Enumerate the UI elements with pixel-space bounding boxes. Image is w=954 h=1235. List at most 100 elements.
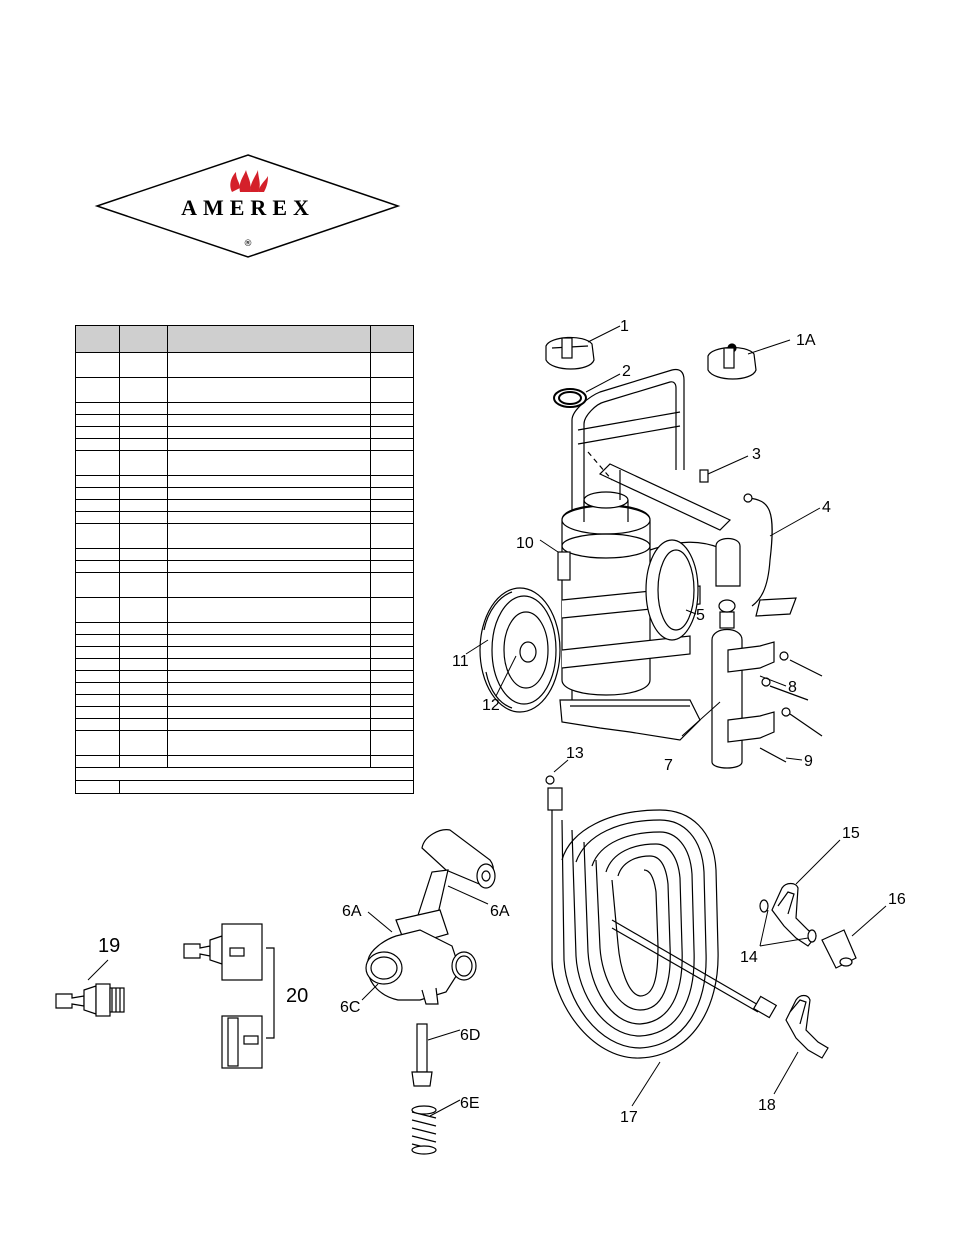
registered-mark: ® [244, 239, 253, 249]
table-cell [370, 706, 414, 719]
table-cell [167, 352, 371, 378]
table-footer-cell [75, 780, 120, 794]
callout-16: 16 [888, 891, 906, 908]
callout-7: 7 [664, 757, 673, 774]
table-cell [167, 548, 371, 561]
table-cell [370, 682, 414, 695]
table-cell [119, 475, 168, 488]
discharge-hose-assembly [545, 775, 857, 1059]
table-cell [167, 658, 371, 671]
table-cell [119, 572, 168, 598]
table-cell [119, 487, 168, 500]
table-cell [167, 622, 371, 635]
callout-2: 2 [622, 363, 631, 380]
table-cell [75, 572, 120, 598]
table-cell [75, 377, 120, 403]
table-cell [75, 523, 120, 549]
callout-9: 9 [804, 753, 813, 770]
table-cell [75, 414, 120, 427]
table-cell [119, 352, 168, 378]
table-row [75, 572, 414, 598]
table-row [75, 646, 414, 659]
callout-labels: 1 1A 2 3 4 5 10 11 12 7 8 9 13 15 16 14 … [98, 318, 906, 1126]
table-cell [370, 718, 414, 731]
table-cell [119, 523, 168, 549]
table-cell [75, 622, 120, 635]
table-row [75, 414, 414, 427]
table-cell [167, 438, 371, 451]
callout-6c: 6C [340, 999, 360, 1016]
table-row [75, 548, 414, 561]
table-cell [167, 511, 371, 524]
table-row [75, 450, 414, 476]
table-cell [370, 548, 414, 561]
table-footer-cell [119, 780, 414, 794]
table-cell [370, 730, 414, 756]
adapter-20 [183, 923, 275, 1069]
table-cell [119, 730, 168, 756]
table-cell [167, 694, 371, 707]
table-row [75, 426, 414, 439]
table-cell [167, 634, 371, 647]
callout-13: 13 [566, 745, 584, 762]
table-cell [370, 426, 414, 439]
table-row [75, 499, 414, 512]
table-cell [75, 706, 120, 719]
callout-6d: 6D [460, 1027, 480, 1044]
table-cell [370, 755, 414, 768]
table-cell [370, 658, 414, 671]
table-cell [119, 511, 168, 524]
table-cell [75, 634, 120, 647]
table-cell [167, 670, 371, 683]
table-footer-row [75, 767, 414, 781]
table-row [75, 438, 414, 451]
table-cell [119, 646, 168, 659]
table-footer-row [75, 780, 414, 794]
table-cell [75, 730, 120, 756]
callout-8: 8 [788, 679, 797, 696]
table-row [75, 487, 414, 500]
table-cell [75, 352, 120, 378]
table-row [75, 402, 414, 415]
table-row [75, 718, 414, 731]
table-cell [119, 658, 168, 671]
table-row [75, 730, 414, 756]
table-cell [370, 414, 414, 427]
table-cell [370, 622, 414, 635]
table-cell [119, 560, 168, 573]
table-cell [75, 487, 120, 500]
table-cell [75, 511, 120, 524]
table-row [75, 511, 414, 524]
table-cell [167, 487, 371, 500]
table-row [75, 706, 414, 719]
table-cell [167, 402, 371, 415]
table-cell [167, 682, 371, 695]
table-cell [75, 438, 120, 451]
table-cell [370, 670, 414, 683]
table-cell [75, 682, 120, 695]
table-row [75, 560, 414, 573]
table-cell [370, 377, 414, 403]
callout-14: 14 [740, 949, 758, 966]
table-cell [167, 706, 371, 719]
table-header-row [75, 325, 414, 353]
callout-12: 12 [482, 697, 500, 714]
table-cell [370, 634, 414, 647]
table-cell [167, 523, 371, 549]
table-cell [75, 755, 120, 768]
table-cell [370, 450, 414, 476]
table-cell [167, 755, 371, 768]
table-cell [75, 450, 120, 476]
header-cell-qty [370, 325, 414, 353]
table-cell [167, 572, 371, 598]
table-cell [75, 646, 120, 659]
table-cell [370, 560, 414, 573]
table-cell [119, 426, 168, 439]
table-row [75, 523, 414, 549]
table-cell [119, 499, 168, 512]
table-row [75, 622, 414, 635]
table-cell [75, 670, 120, 683]
shutoff-valve-assembly [365, 829, 496, 1155]
table-cell [370, 402, 414, 415]
